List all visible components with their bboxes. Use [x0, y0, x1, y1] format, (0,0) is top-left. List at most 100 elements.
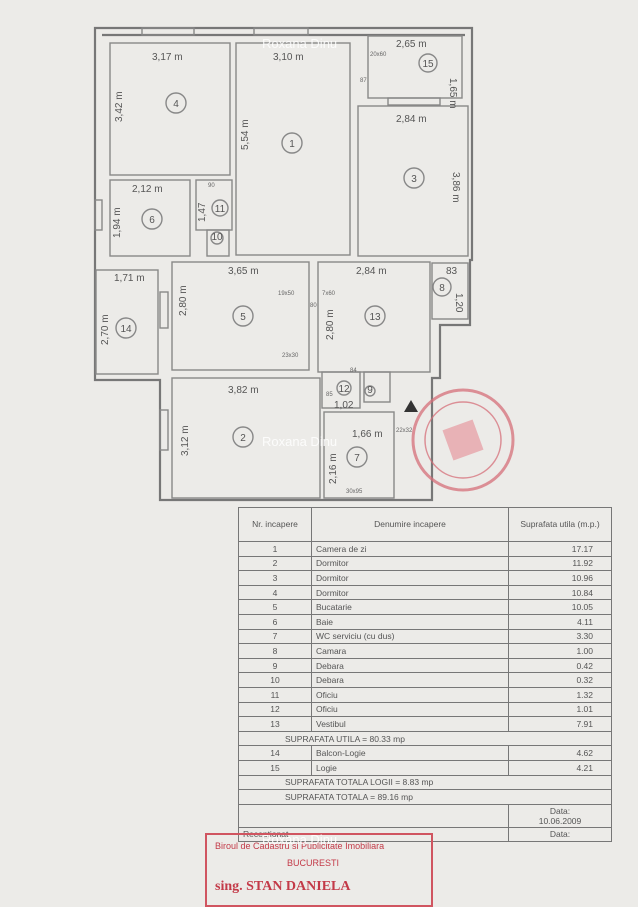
cell-area: 1.32 [508, 686, 612, 703]
subtotal-logii: SUPRAFATA TOTALA LOGII = 8.83 mp [238, 774, 612, 791]
cell-nr: 15 [238, 759, 312, 776]
cell-nr: 1 [238, 541, 312, 557]
cell-name: Camera de zi [311, 541, 509, 557]
svg-text:3,10 m: 3,10 m [273, 52, 304, 63]
svg-text:2,12 m: 2,12 m [132, 184, 163, 195]
room-9 [363, 371, 391, 403]
room-14 [95, 269, 159, 375]
svg-text:3,65 m: 3,65 m [228, 266, 259, 277]
svg-text:2,70 m: 2,70 m [100, 314, 111, 345]
header-name: Denumire incapere [311, 507, 509, 542]
room-1 [235, 42, 351, 256]
svg-text:6: 6 [149, 215, 155, 226]
svg-text:1,47: 1,47 [197, 202, 208, 222]
svg-text:90: 90 [208, 183, 215, 189]
cell-nr: 3 [238, 570, 312, 586]
cell-area: 3.30 [508, 628, 612, 645]
room-3 [357, 105, 469, 257]
svg-text:20x60: 20x60 [370, 52, 387, 58]
svg-text:3: 3 [411, 174, 417, 185]
cell-nr: 13 [238, 716, 312, 732]
total-area: SUPRAFATA TOTALA = 89.16 mp [238, 789, 612, 805]
room-6 [109, 179, 191, 257]
room-5 [171, 261, 310, 371]
svg-text:1,65 m: 1,65 m [447, 78, 458, 109]
room-10 [206, 229, 230, 257]
cell-nr: 2 [238, 555, 312, 572]
room-12 [321, 371, 361, 409]
svg-text:13: 13 [369, 312, 381, 323]
cell-name: Debara [311, 672, 509, 688]
svg-text:2,84 m: 2,84 m [356, 266, 387, 277]
cell-name: Dormitor [311, 555, 509, 572]
svg-text:1,71 m: 1,71 m [114, 273, 145, 284]
notary-seal [411, 388, 515, 492]
table-header: Nr. incapere Denumire incapere Suprafata… [238, 507, 612, 542]
svg-text:9: 9 [367, 385, 373, 396]
svg-text:3,86 m: 3,86 m [450, 172, 461, 203]
stamp-office: Biroul de Cadastru si Publicitate Imobil… [215, 841, 385, 851]
cell-area: 17.17 [508, 541, 612, 557]
svg-text:1,94 m: 1,94 m [112, 207, 123, 238]
svg-text:30x95: 30x95 [346, 489, 363, 495]
cell-area: 10.96 [508, 570, 612, 586]
cell-name: WC serviciu (cu dus) [311, 628, 509, 645]
svg-text:8: 8 [439, 283, 445, 294]
svg-text:4: 4 [173, 99, 179, 110]
cell-area: 4.11 [508, 613, 612, 630]
room-4 [109, 42, 231, 176]
svg-text:22x32: 22x32 [396, 428, 413, 434]
cell-name: Oficiu [311, 686, 509, 703]
receptionat-date: Data: [508, 826, 612, 843]
floor-plan: 4 1 15 3 6 11 10 14 5 13 8 2 12 9 7 3,17… [93, 26, 515, 502]
svg-text:19x50: 19x50 [278, 291, 295, 297]
svg-text:87: 87 [360, 78, 367, 84]
cell-nr: 7 [238, 628, 312, 645]
svg-text:2,84 m: 2,84 m [396, 114, 427, 125]
header-nr: Nr. incapere [238, 507, 312, 542]
svg-text:2,80 m: 2,80 m [325, 309, 336, 340]
cell-name: Balcon-Logie [311, 745, 509, 761]
dimension-labels: 3,17 m 3,42 m 3,10 m 5,54 m 2,65 m 1,65 … [100, 39, 464, 495]
svg-text:1,66 m: 1,66 m [352, 429, 383, 440]
svg-text:11: 11 [215, 204, 226, 215]
svg-text:12: 12 [338, 384, 350, 395]
stamp-signature: sing. STAN DANIELA [215, 879, 351, 894]
cell-area: 4.62 [508, 745, 612, 761]
subtotal-util: SUPRAFATA UTILA = 80.33 mp [238, 730, 612, 747]
cell-area: 0.32 [508, 672, 612, 688]
svg-text:15: 15 [422, 59, 434, 70]
cell-nr: 11 [238, 686, 312, 703]
cell-name: Dormitor [311, 584, 509, 601]
svg-text:1,20: 1,20 [453, 293, 464, 313]
cell-area: 10.84 [508, 584, 612, 601]
windows [94, 27, 441, 451]
cell-name: Bucatarie [311, 599, 509, 615]
svg-text:2,65 m: 2,65 m [396, 39, 427, 50]
cell-area: 10.05 [508, 599, 612, 615]
svg-text:14: 14 [120, 324, 132, 335]
stamp-city: BUCURESTI [287, 858, 340, 868]
svg-text:85: 85 [326, 392, 333, 398]
cell-nr: 8 [238, 643, 312, 659]
cell-nr: 5 [238, 599, 312, 615]
svg-text:5: 5 [240, 312, 246, 323]
cell-nr: 4 [238, 584, 312, 601]
room-numbers: 4 1 15 3 6 11 10 14 5 13 8 2 12 9 7 [115, 53, 452, 468]
svg-text:2: 2 [240, 433, 246, 444]
svg-text:83: 83 [446, 266, 458, 277]
room-2 [171, 377, 321, 499]
executat-date: Data:10.06.2009 [508, 803, 612, 828]
room-areas-table: Nr. incapere Denumire incapere Suprafata… [238, 507, 612, 843]
